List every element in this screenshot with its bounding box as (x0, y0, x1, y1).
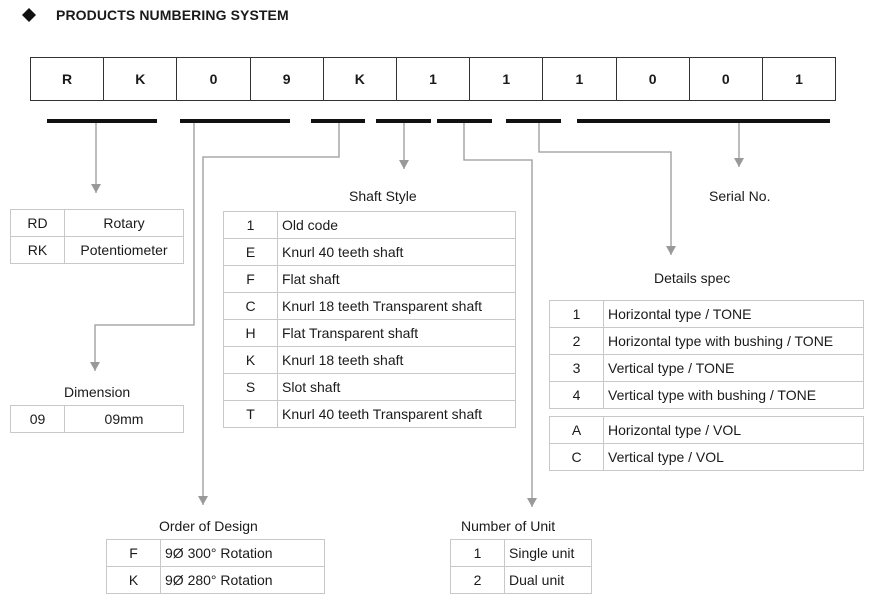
code-char: K (324, 58, 397, 100)
shaft-desc: Old code (277, 211, 516, 239)
dimension-label: Dimension (64, 384, 131, 400)
code-char: R (31, 58, 105, 100)
dimension-desc: 09mm (64, 405, 184, 433)
type-desc: Potentiometer (64, 236, 184, 264)
shaft-desc: Flat Transparent shaft (277, 319, 516, 347)
group-bar-type (47, 119, 157, 123)
unit-desc: Single unit (504, 539, 592, 567)
table-row: RD Rotary (10, 209, 184, 237)
group-bar-unit (437, 119, 492, 123)
type-desc: Rotary (64, 209, 184, 237)
shaft-desc: Knurl 40 teeth shaft (277, 238, 516, 266)
shaft-code: F (223, 265, 278, 293)
code-char: 9 (251, 58, 324, 100)
group-bar-serial (577, 119, 830, 123)
details-desc: Vertical type / VOL (603, 443, 864, 471)
shaft-desc: Knurl 40 teeth Transparent shaft (277, 400, 516, 428)
shaft-desc: Knurl 18 teeth Transparent shaft (277, 292, 516, 320)
shaft-desc: Flat shaft (277, 265, 516, 293)
table-row: RK Potentiometer (10, 236, 184, 264)
details-desc: Horizontal type with bushing / TONE (603, 327, 864, 355)
unit-code: 2 (450, 566, 505, 594)
code-char: 0 (617, 58, 690, 100)
shaft-code: 1 (223, 211, 278, 239)
details-code: 3 (549, 354, 604, 382)
details-code: 4 (549, 381, 604, 409)
code-char: K (104, 58, 178, 100)
code-char: 1 (795, 71, 803, 87)
shaft-code: C (223, 292, 278, 320)
order-of-design-label: Order of Design (159, 518, 258, 534)
details-code: C (549, 443, 604, 471)
order-desc: 9Ø 300° Rotation (160, 539, 325, 567)
group-bar-shaft (376, 119, 431, 123)
type-code: RK (10, 236, 65, 264)
number-of-unit-label: Number of Unit (461, 518, 556, 534)
details-desc: Vertical type with bushing / TONE (603, 381, 864, 409)
shaft-code: T (223, 400, 278, 428)
shaft-code: E (223, 238, 278, 266)
type-code: RD (10, 209, 65, 237)
shaft-desc: Knurl 18 teeth shaft (277, 346, 516, 374)
diamond-bullet-icon (22, 8, 36, 22)
unit-desc: Dual unit (504, 566, 592, 594)
unit-code: 1 (450, 539, 505, 567)
code-char: 1 (470, 58, 544, 100)
type-table: RD Rotary RK Potentiometer (10, 209, 184, 264)
details-desc: Vertical type / TONE (603, 354, 864, 382)
dimension-table: 09 09mm (10, 405, 184, 433)
code-char: 1 (543, 58, 617, 100)
code-char: 1 (397, 58, 471, 100)
serial-no-label: Serial No. (709, 188, 771, 204)
dimension-code: 09 (10, 405, 65, 433)
code-char: 0 (690, 58, 763, 100)
details-code: 2 (549, 327, 604, 355)
shaft-code: H (223, 319, 278, 347)
details-desc: Horizontal type / TONE (603, 300, 864, 328)
shaft-code: S (223, 373, 278, 401)
details-desc: Horizontal type / VOL (603, 416, 864, 444)
page-title: PRODUCTS NUMBERING SYSTEM (56, 7, 289, 23)
product-code-box: R K 0 9 K 1 1 1 0 0 1 (30, 57, 836, 101)
shaft-desc: Slot shaft (277, 373, 516, 401)
group-bar-order (311, 119, 365, 123)
details-code: 1 (549, 300, 604, 328)
order-desc: 9Ø 280° Rotation (160, 566, 325, 594)
order-code: K (106, 566, 161, 594)
shaft-style-label: Shaft Style (349, 188, 417, 204)
details-spec-label: Details spec (654, 270, 731, 286)
group-bar-details (506, 119, 561, 123)
table-row: 09 09mm (10, 405, 184, 433)
code-char: 0 (177, 58, 251, 100)
shaft-code: K (223, 346, 278, 374)
order-code: F (106, 539, 161, 567)
details-code: A (549, 416, 604, 444)
group-bar-dimension (180, 119, 290, 123)
table-gap (549, 408, 864, 417)
